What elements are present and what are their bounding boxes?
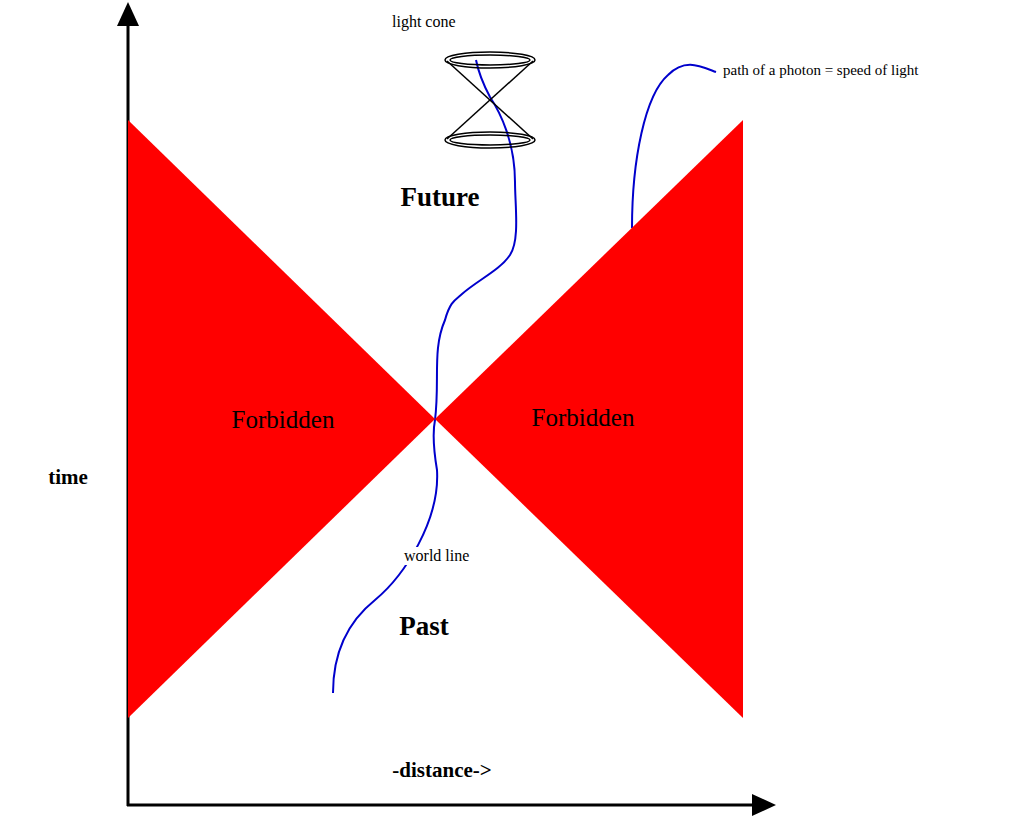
cone-rim <box>450 55 530 65</box>
axis-arrowhead <box>117 2 139 26</box>
cone-rim <box>445 52 535 68</box>
axis-arrowhead <box>752 794 776 816</box>
callout-label: light cone <box>390 13 458 31</box>
region-label: Forbidden <box>232 406 335 434</box>
axis-label: time <box>46 465 90 489</box>
distance-axis <box>127 804 760 807</box>
cone-rim <box>445 132 535 148</box>
cone-side <box>447 61 533 139</box>
axes <box>117 2 776 816</box>
region-name: Past <box>397 611 451 642</box>
region-label: Forbidden <box>532 404 635 432</box>
forbidden-triangle <box>128 120 435 718</box>
callout-label: path of a photon = speed of light <box>721 62 921 79</box>
axis-label: -distance-> <box>390 758 493 782</box>
light-cone-symbol <box>445 52 535 148</box>
cone-rim <box>450 135 530 145</box>
region-name: Future <box>399 182 482 213</box>
callout-label: world line <box>402 547 471 565</box>
cone-side <box>447 61 533 139</box>
forbidden-region: Forbidden <box>128 120 435 718</box>
